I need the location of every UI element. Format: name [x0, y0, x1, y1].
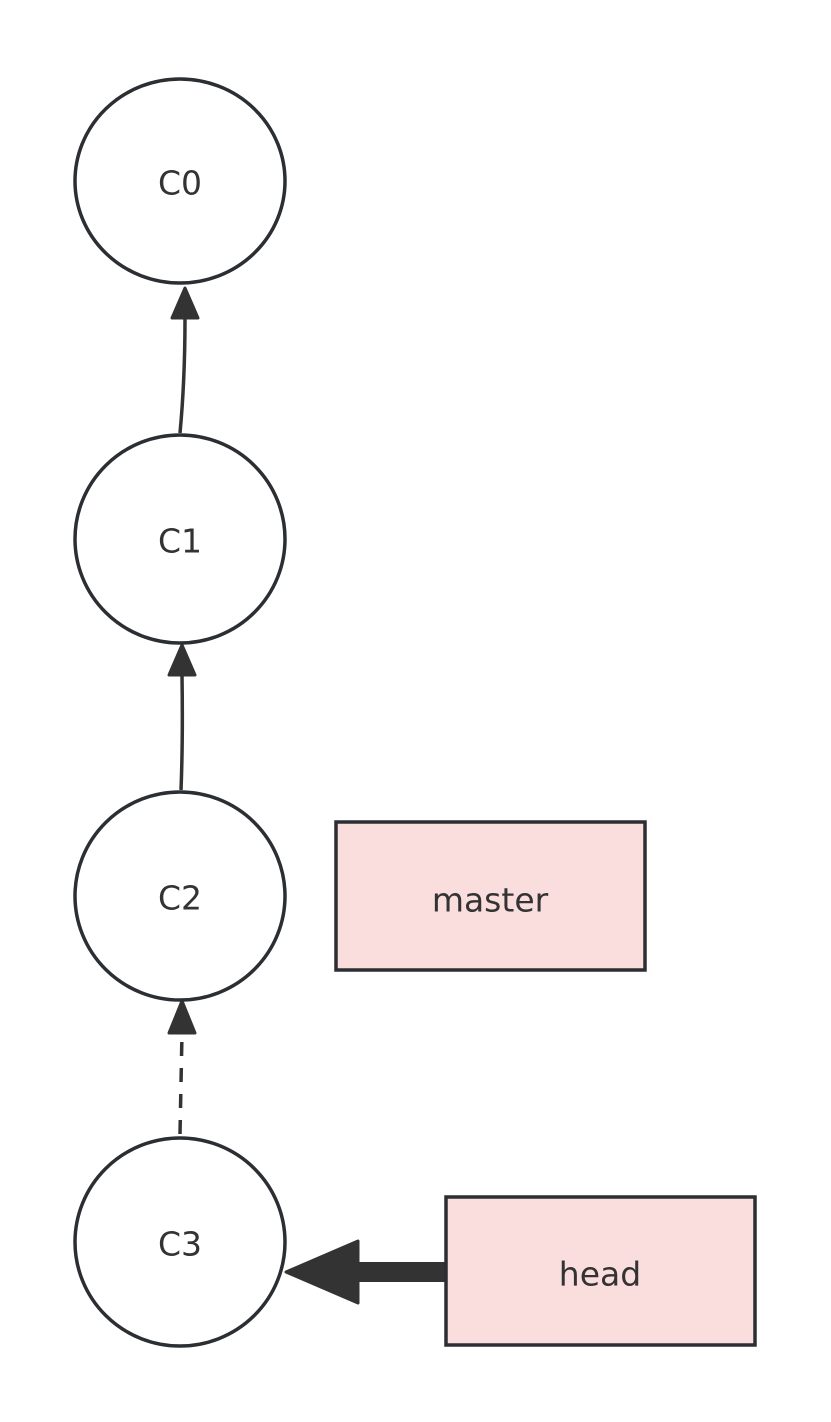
commit-label-c0: C0 [158, 164, 202, 203]
commit-label-c3: C3 [158, 1225, 202, 1264]
edge-c3-to-c2 [167, 999, 197, 1135]
ref-box-head[interactable]: head [444, 1195, 757, 1347]
commit-node-c3[interactable]: C3 [73, 1136, 287, 1348]
ref-label-master: master [432, 881, 549, 920]
ref-box-master[interactable]: master [334, 820, 647, 972]
commit-label-c1: C1 [158, 522, 202, 561]
edge-c1-to-c0 [170, 286, 200, 434]
arrowhead-c3 [284, 1239, 360, 1305]
edge-c2-to-c1 [167, 643, 197, 791]
commit-label-c2: C2 [158, 879, 202, 918]
commit-node-c1[interactable]: C1 [73, 433, 287, 645]
arrowhead-c2 [167, 999, 197, 1035]
commit-node-c0[interactable]: C0 [73, 77, 287, 285]
edge-head-to-c3 [284, 1239, 446, 1305]
arrowhead-c0 [170, 286, 200, 320]
arrowhead-c1 [167, 643, 197, 677]
ref-label-head: head [559, 1255, 641, 1294]
commit-node-c2[interactable]: C2 [73, 790, 287, 1002]
